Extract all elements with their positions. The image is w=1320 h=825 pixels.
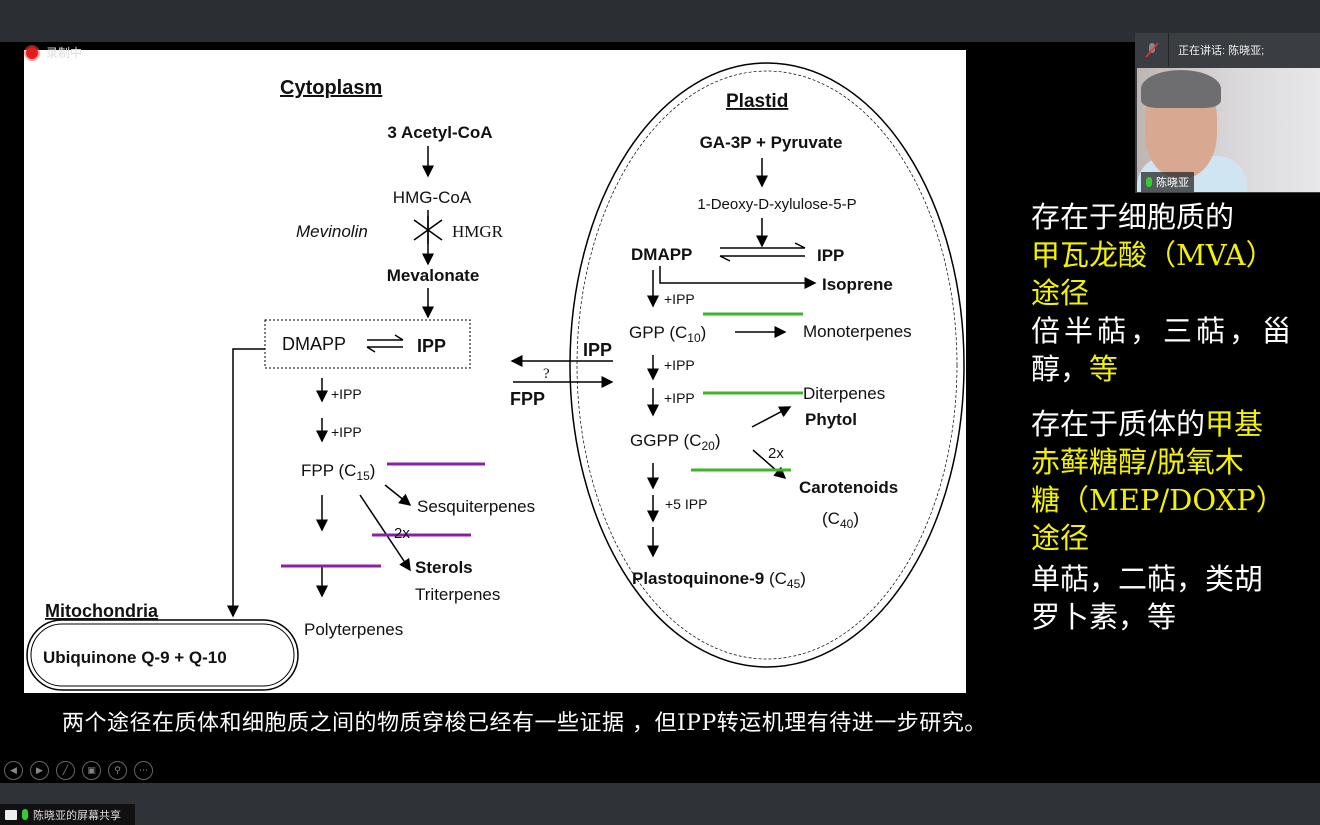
participant-name: 陈晓亚 bbox=[1156, 177, 1189, 189]
note-text: 甲基 bbox=[1205, 407, 1264, 441]
mevalonate: Mevalonate bbox=[387, 266, 480, 285]
isoprene: Isoprene bbox=[822, 275, 893, 294]
carotenoids: Carotenoids bbox=[799, 478, 898, 497]
triterpenes: Triterpenes bbox=[415, 585, 500, 604]
webcam-video: 陈晓亚 bbox=[1137, 68, 1320, 192]
note-line: 倍半萜，三萜，甾 bbox=[1031, 314, 1296, 348]
note-line: 罗卜素，等 bbox=[1031, 600, 1177, 634]
screen-share-icon bbox=[5, 809, 17, 820]
screen-share-label: 陈晓亚的屏幕共享 bbox=[33, 809, 121, 822]
note-line: 存在于细胞质的 bbox=[1031, 200, 1235, 234]
previous-icon[interactable]: ◀ bbox=[4, 761, 23, 780]
plastid-ipp: IPP bbox=[817, 246, 844, 265]
cyto-dmapp: DMAPP bbox=[282, 334, 346, 354]
cytoplasm-title: Cytoplasm bbox=[280, 77, 382, 99]
note-line: 甲瓦龙酸（MVA） bbox=[1031, 238, 1275, 272]
note-text: 存在于质体的 bbox=[1031, 407, 1206, 441]
hmg-coa: HMG-CoA bbox=[393, 188, 472, 207]
recording-indicator: 录制中 bbox=[26, 44, 82, 61]
webcam-panel[interactable]: 正在讲话: 陈晓亚; 陈晓亚 bbox=[1135, 33, 1320, 193]
more-icon[interactable]: ⋯ bbox=[134, 761, 153, 780]
plus-ipp-label: +IPP bbox=[331, 386, 362, 402]
sesquiterpenes: Sesquiterpenes bbox=[417, 497, 535, 516]
presentation-toolbar: ◀ ▶ ╱ ▣ ⚲ ⋯ bbox=[4, 761, 153, 780]
mic-active-icon bbox=[1146, 177, 1152, 187]
fpp: FPP (C15) bbox=[301, 461, 375, 483]
cyto-ipp: IPP bbox=[417, 336, 446, 356]
note-line: 赤藓糖醇/脱氧木 bbox=[1031, 445, 1244, 479]
participant-badge: 陈晓亚 bbox=[1141, 172, 1194, 192]
speaking-label: 正在讲话: 陈晓亚; bbox=[1178, 44, 1265, 57]
polyterpenes: Polyterpenes bbox=[304, 620, 403, 639]
ubiquinone: Ubiquinone Q-9 + Q-10 bbox=[43, 648, 227, 667]
two-x-label: 2x bbox=[394, 525, 410, 542]
note-text: 等 bbox=[1089, 352, 1119, 386]
pen-icon[interactable]: ╱ bbox=[56, 761, 75, 780]
plastid-title: Plastid bbox=[726, 91, 788, 112]
ga3p-pyruvate: GA-3P + Pyruvate bbox=[700, 133, 843, 152]
diterpenes: Diterpenes bbox=[803, 384, 885, 403]
note-line: 途径 bbox=[1031, 521, 1090, 555]
note-text: 醇， bbox=[1031, 352, 1090, 386]
monoterpenes: Monoterpenes bbox=[803, 322, 912, 341]
speaker-bar: 正在讲话: 陈晓亚; bbox=[1135, 33, 1320, 66]
recording-label: 录制中 bbox=[46, 46, 83, 60]
transport-question: ? bbox=[543, 366, 550, 382]
gpp: GPP (C10) bbox=[629, 323, 706, 345]
slide-caption: 两个途径在质体和细胞质之间的物质穿梭已经有一些证据 ，但IPP转运机理有待进一步… bbox=[62, 711, 987, 736]
note-line: 糖（MEP/DOXP） bbox=[1031, 483, 1285, 517]
slide bbox=[24, 50, 966, 693]
transport-ipp: IPP bbox=[583, 340, 612, 360]
sterols: Sterols bbox=[415, 558, 473, 577]
mitochondria-title: Mitochondria bbox=[45, 601, 159, 621]
phytol: Phytol bbox=[805, 410, 857, 429]
mic-muted-icon[interactable] bbox=[1135, 33, 1169, 66]
transport-fpp: FPP bbox=[510, 389, 545, 409]
plastoquinone: Plastoquinone-9 (C45) bbox=[632, 569, 806, 591]
c40: (C40) bbox=[822, 509, 859, 531]
plus-ipp-label: +IPP bbox=[664, 357, 695, 373]
top-bar bbox=[0, 0, 1320, 42]
dxp: 1-Deoxy-D-xylulose-5-P bbox=[697, 196, 856, 213]
layout-icon[interactable]: ▣ bbox=[82, 761, 101, 780]
note-line: 单萜，二萜，类胡 bbox=[1031, 562, 1264, 596]
bottom-bar bbox=[0, 783, 1320, 825]
mic-active-icon bbox=[22, 809, 28, 820]
plus-ipp-label: +IPP bbox=[331, 424, 362, 440]
plastid-dmapp: DMAPP bbox=[631, 245, 692, 264]
screen-share-indicator[interactable]: 陈晓亚的屏幕共享 bbox=[0, 804, 135, 825]
plus-5-ipp-label: +5 IPP bbox=[665, 496, 707, 512]
next-icon[interactable]: ▶ bbox=[30, 761, 49, 780]
zoom-icon[interactable]: ⚲ bbox=[108, 761, 127, 780]
plus-ipp-label: +IPP bbox=[664, 390, 695, 406]
plus-ipp-label: +IPP bbox=[664, 291, 695, 307]
acetyl-coa: 3 Acetyl-CoA bbox=[387, 123, 492, 142]
record-icon bbox=[26, 46, 38, 59]
note-line: 途径 bbox=[1031, 276, 1090, 310]
ggpp: GGPP (C20) bbox=[630, 431, 721, 453]
two-x-label: 2x bbox=[768, 445, 784, 462]
mevinolin: Mevinolin bbox=[296, 222, 368, 241]
hmgr: HMGR bbox=[452, 222, 504, 241]
